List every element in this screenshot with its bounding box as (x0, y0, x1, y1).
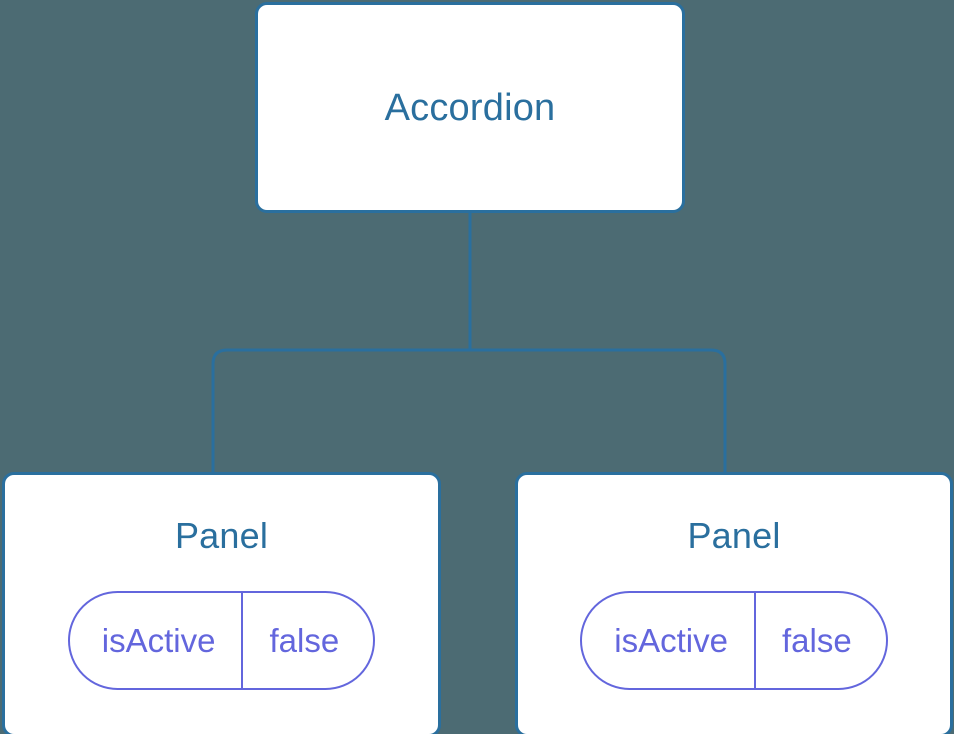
prop-key: isActive (582, 593, 756, 688)
prop-key: isActive (70, 593, 244, 688)
node-accordion[interactable]: Accordion (255, 2, 685, 213)
node-panel-1-prop-isactive[interactable]: isActive false (580, 591, 888, 690)
node-panel-0[interactable]: Panel isActive false (2, 472, 441, 734)
node-panel-1[interactable]: Panel isActive false (515, 472, 953, 734)
node-accordion-label: Accordion (384, 86, 556, 129)
node-panel-0-label: Panel (174, 515, 269, 556)
prop-value: false (269, 622, 340, 659)
node-panel-0-prop-isactive[interactable]: isActive false (67, 591, 376, 690)
connector-bus-to-child-1 (470, 348, 727, 474)
connector-bus-to-child-0 (211, 348, 470, 474)
node-panel-1-label: Panel (687, 515, 781, 556)
prop-value: false (781, 622, 852, 659)
